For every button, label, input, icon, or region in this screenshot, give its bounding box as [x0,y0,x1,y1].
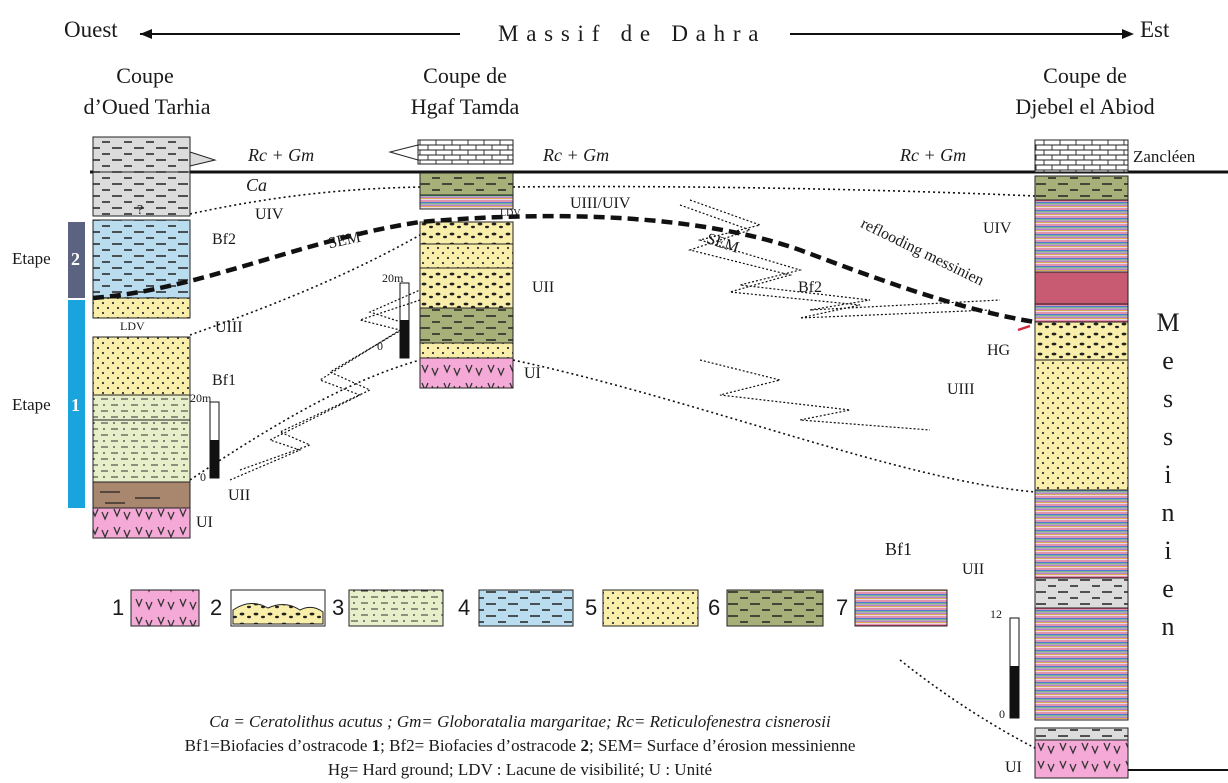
label-uiii-1: UIII [215,319,243,336]
scale1-bottom: 0 [200,470,206,484]
label-ca: Ca [246,175,268,195]
legend-num-5: 5 [585,595,598,620]
etape2-bar [68,222,85,298]
label-uiv-1: UIV [255,206,284,223]
caption-line2-c: ; Bf2= Biofacies d’ostracode [380,736,581,755]
facies-zigzags [229,199,1001,481]
label-bf1-2: Bf1 [885,539,912,559]
label-uiv-2: UIV [983,220,1012,237]
sem-surface [92,213,1036,325]
messinien-letter: n [1161,612,1175,641]
scale1-top: 20m [190,391,212,405]
label-uiii-2: UIII [947,381,975,398]
label-zancleen: Zancléen [1133,147,1196,166]
col3-title-l2: Djebel el Abiod [1015,94,1155,119]
legend-num-6: 6 [708,595,721,620]
west-arrow [140,29,460,39]
scale3-top: 12 [990,607,1002,621]
column-hgaf-tamda [388,139,514,389]
messinien-letter: n [1161,498,1175,527]
label-bf1-1: Bf1 [212,372,236,389]
etape1-label: Etape [12,395,51,414]
legend-num-7: 7 [836,595,849,620]
caption-line2-e: ; SEM= Surface d’érosion messinienne [588,736,856,755]
messinien-letter: e [1162,574,1174,603]
etape2-number: 2 [71,249,80,269]
scale2-top: 20m [382,271,404,285]
col3-title-l1: Coupe de [1043,63,1127,88]
column-oued-tarhia [92,136,220,539]
legend-swatch-1 [130,589,200,627]
label-ldv-2: LDV [500,208,521,219]
label-bf2-2: Bf2 [798,279,822,296]
legend-swatch-7 [854,589,948,627]
legend-swatch-6 [726,589,824,627]
column-djebel-abiod [1009,139,1228,779]
label-ui-1: UI [196,514,213,531]
west-label: Ouest [64,17,118,42]
legend-swatch-3 [348,589,444,627]
etape1-bar [68,300,85,508]
caption-line3: Hg= Hard ground; LDV : Lacune de visibil… [327,760,713,779]
caption-line2: Bf1=Biofacies d’ostracode 1; Bf2= Biofac… [20,737,1020,754]
col1-title-l2: d’Oued Tarhia [83,94,211,119]
legend-swatch-4 [478,589,574,627]
etape1-number: 1 [71,395,80,415]
caption-line2-a: Bf1=Biofacies d’ostracode [184,736,372,755]
label-rcgm-3: Rc + Gm [900,145,967,165]
label-uii-1: UII [228,487,251,504]
legend-num-2: 2 [210,595,223,620]
label-rcgm-1: Rc + Gm [248,145,315,165]
label-ui-2: UI [524,365,541,382]
legend-swatch-5 [602,589,699,627]
messinien-letter: e [1162,346,1174,375]
caption-line2-b: 1 [371,736,381,755]
messinien-letter: i [1164,460,1172,489]
label-uiii-uiv: UIII/UIV [570,195,631,212]
caption-line1: Ca = Ceratolithus acutus ; Gm= Globorata… [209,712,831,731]
etape2-label: Etape [12,249,51,268]
label-ui-3: UI [1005,759,1022,776]
east-label: Est [1140,17,1170,42]
legend [130,589,948,627]
legend-num-4: 4 [458,595,471,620]
messinien-letter: s [1162,422,1174,451]
massif-title: M a s s i f d e D a h r a [498,21,760,46]
label-hg: HG [987,342,1011,359]
messinien-label: M e s s i n i e n [1148,308,1188,650]
label-bf2-1: Bf2 [212,231,236,248]
east-arrow [790,29,1134,39]
label-uii-3: UII [962,561,985,578]
legend-num-1: 1 [112,595,125,620]
col1-title-l1: Coupe [116,63,174,88]
messinien-letter: i [1164,536,1172,565]
col2-title-l1: Coupe de [423,63,507,88]
label-ldv-1: LDV [120,319,145,333]
caption-line2-d: 2 [580,736,589,755]
label-rcgm-2: Rc + Gm [543,145,610,165]
legend-num-3: 3 [332,595,345,620]
label-uii-2: UII [532,279,555,296]
col2-title-l2: Hgaf Tamda [410,94,520,119]
scale3-bottom: 0 [999,707,1005,721]
messinien-letter: M [1156,308,1180,337]
scale2-bottom: 0 [377,339,383,353]
messinien-letter: s [1162,384,1174,413]
correlation-lines [189,185,1036,749]
label-question: ? [137,203,144,218]
